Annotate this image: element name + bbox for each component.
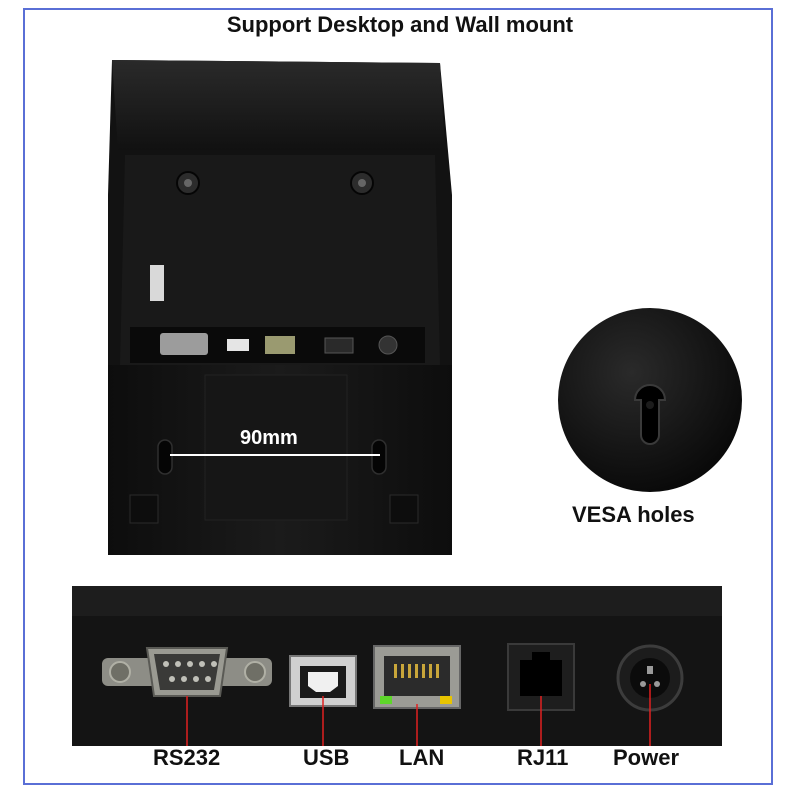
port-label-lan: LAN xyxy=(399,745,445,770)
port-label-rs232: RS232 xyxy=(153,745,221,770)
vesa-hole-closeup xyxy=(558,308,742,492)
image-frame xyxy=(23,8,773,785)
vesa-dimension-label: 90mm xyxy=(240,427,298,449)
power-port xyxy=(616,644,684,712)
ports-closeup xyxy=(72,586,722,746)
port-label-rj11: RJ11 xyxy=(517,745,569,770)
vesa-holes-label: VESA holes xyxy=(572,502,695,527)
rs232-port xyxy=(102,647,272,697)
port-label-usb: USB xyxy=(303,745,350,770)
lan-port xyxy=(373,645,461,709)
page-title: Support Desktop and Wall mount xyxy=(226,12,574,37)
port-label-power: Power xyxy=(613,745,680,770)
printer-back-photo xyxy=(108,60,452,555)
